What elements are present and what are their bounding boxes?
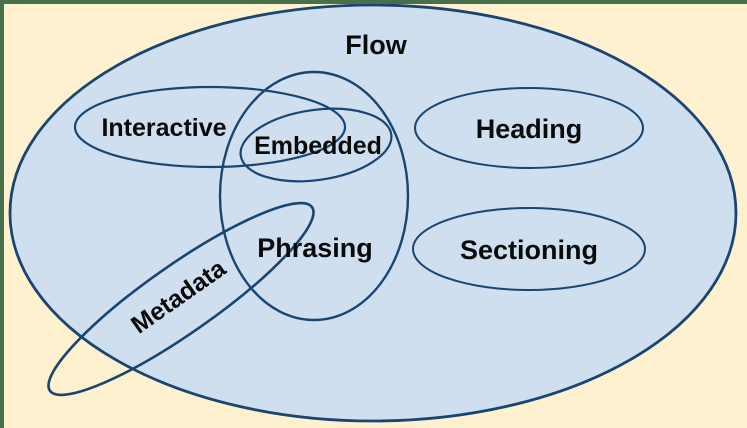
heading-set-ellipse <box>414 87 644 169</box>
metadata-set-ellipse <box>47 201 315 397</box>
window-border-left <box>0 0 4 428</box>
phrasing-label: Phrasing <box>257 233 373 263</box>
flow-set-ellipse <box>8 3 738 423</box>
sectioning-set-ellipse <box>412 207 646 291</box>
sectioning-label: Sectioning <box>460 235 598 265</box>
interactive-set-ellipse <box>73 85 347 169</box>
flow-label: Flow <box>345 30 407 60</box>
interactive-label: Interactive <box>101 114 226 142</box>
embedded-label: Embedded <box>254 132 382 160</box>
heading-label: Heading <box>476 114 583 144</box>
phrasing-set-ellipse <box>218 70 410 322</box>
window-border-top <box>0 0 747 4</box>
embedded-set-ellipse <box>239 107 393 183</box>
